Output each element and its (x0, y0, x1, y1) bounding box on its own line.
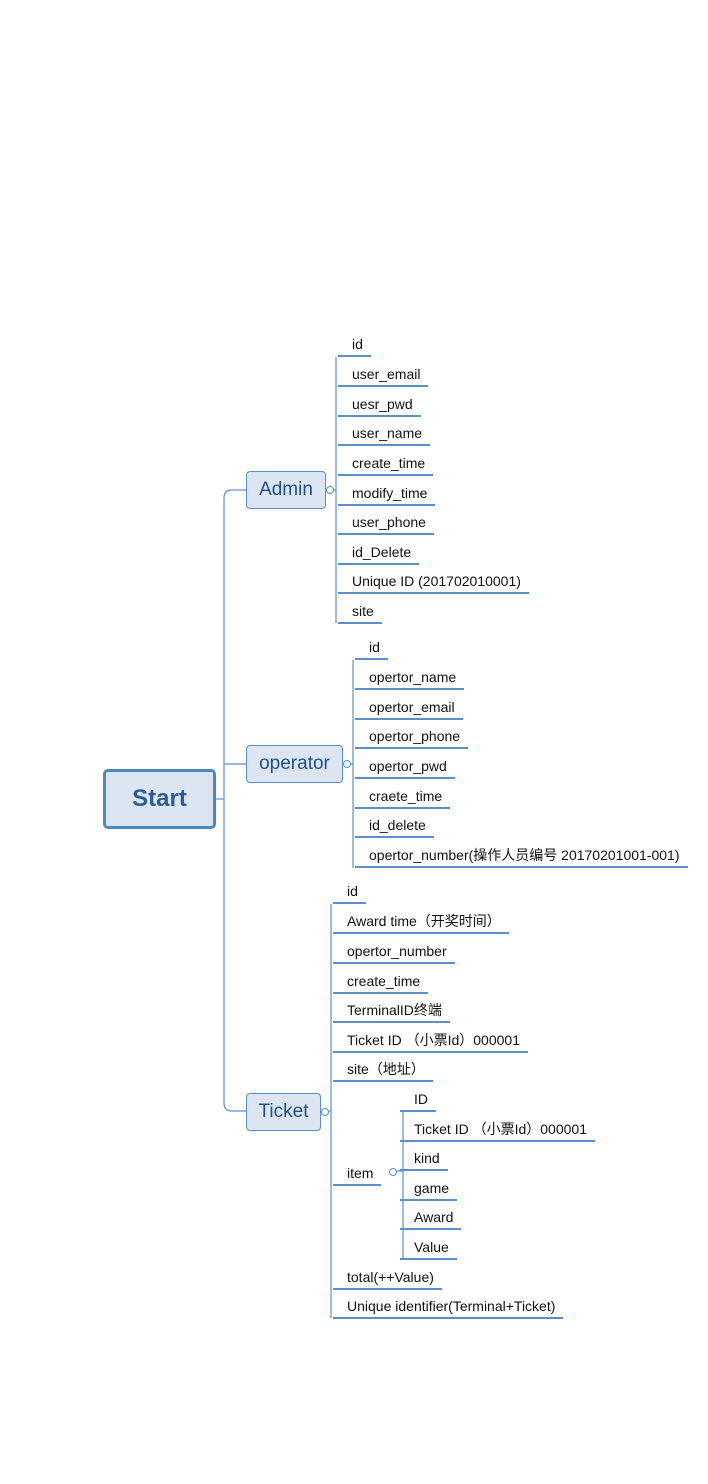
branch-node-operator[interactable]: operator (246, 745, 343, 783)
field-item-ticket-id: Ticket ID （小票Id）000001 (414, 1121, 587, 1137)
field-admin-id-delete: id_Delete (352, 544, 412, 560)
field-ticket-site: site（地址） (347, 1061, 425, 1077)
field-item-award: Award (414, 1209, 454, 1225)
connector-line (223, 489, 246, 1112)
field-operator-phone: opertor_phone (369, 728, 461, 744)
field-item-id: ID (414, 1091, 428, 1107)
field-admin-user-email: user_email (352, 366, 421, 382)
field-ticket-total: total(++Value) (347, 1269, 434, 1285)
field-operator-email: opertor_email (369, 699, 455, 715)
field-admin-user-phone: user_phone (352, 514, 426, 530)
field-ticket-unique-identifier: Unique identifier(Terminal+Ticket) (347, 1298, 556, 1314)
field-ticket-id: id (347, 883, 358, 899)
field-admin-unique-id: Unique ID (201702010001) (352, 573, 521, 589)
collapse-toggle-icon[interactable] (326, 486, 334, 494)
field-admin-user-name: user_name (352, 425, 423, 441)
field-ticket-terminal-id: TerminalID终端 (347, 1002, 442, 1018)
field-operator-name: opertor_name (369, 669, 457, 685)
field-item-game: game (414, 1180, 450, 1196)
branch-node-ticket[interactable]: Ticket (246, 1093, 321, 1131)
collapse-toggle-icon[interactable] (343, 760, 351, 768)
field-ticket-award-time: Award time（开奖时间） (347, 913, 501, 929)
field-admin-create-time: create_time (352, 455, 426, 471)
field-item-value: Value (414, 1239, 449, 1255)
field-item-kind: kind (414, 1150, 440, 1166)
collapse-toggle-icon[interactable] (389, 1168, 397, 1176)
branch-node-admin[interactable]: Admin (246, 471, 326, 509)
field-admin-uesr-pwd: uesr_pwd (352, 396, 413, 412)
field-operator-id: id (369, 639, 380, 655)
field-ticket-opertor-number: opertor_number (347, 943, 447, 959)
field-admin-site: site (352, 603, 374, 619)
field-operator-craete-time: craete_time (369, 788, 443, 804)
field-ticket-create-time: create_time (347, 973, 421, 989)
field-operator-id-delete: id_delete (369, 817, 426, 833)
field-ticket-item[interactable]: item (347, 1165, 374, 1181)
field-ticket-ticket-id: Ticket ID （小票Id）000001 (347, 1032, 520, 1048)
field-admin-modify-time: modify_time (352, 485, 428, 501)
field-operator-pwd: opertor_pwd (369, 758, 447, 774)
field-operator-number: opertor_number(操作人员编号 20170201001-001) (369, 847, 680, 863)
collapse-toggle-icon[interactable] (321, 1108, 329, 1116)
field-admin-id: id (352, 336, 363, 352)
root-node-start[interactable]: Start (103, 769, 216, 829)
